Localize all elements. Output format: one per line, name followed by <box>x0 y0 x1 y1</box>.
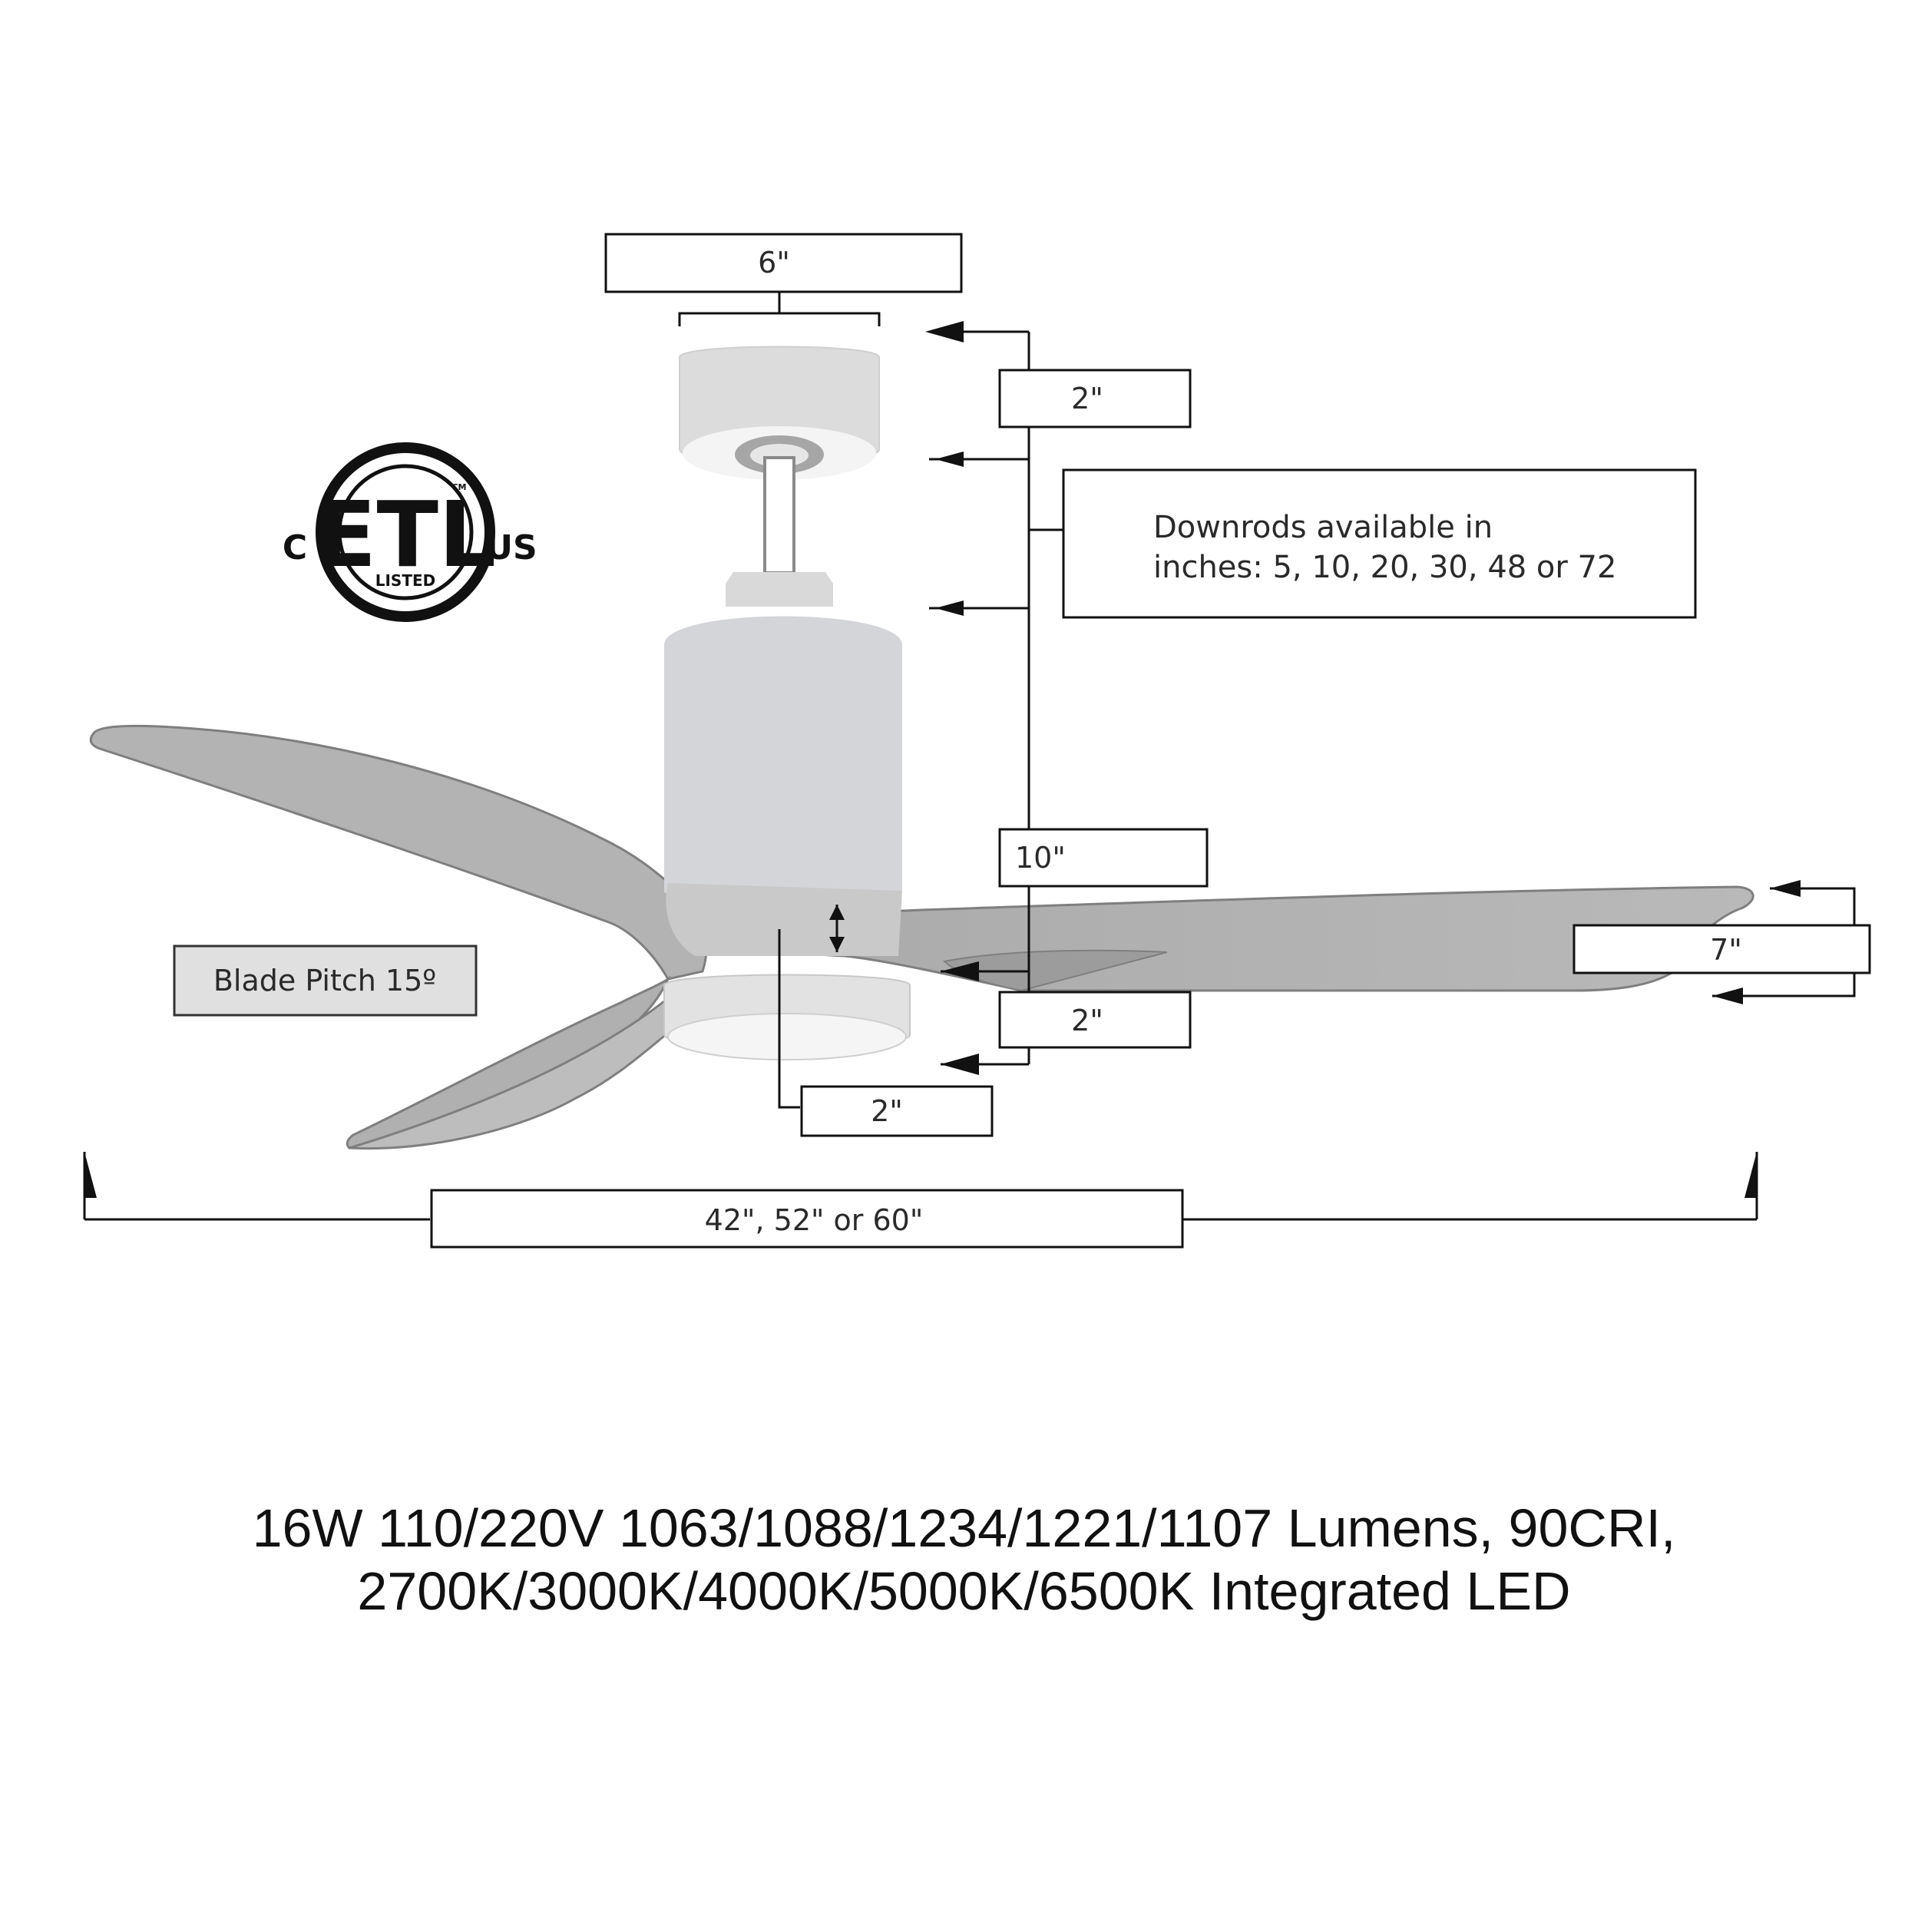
downrod-note-line1: Downrods available in <box>1153 510 1493 545</box>
blade-width-label: 7" <box>1710 933 1742 967</box>
downrod <box>763 456 795 574</box>
etl-right-letters: US <box>485 528 537 567</box>
left-blade <box>89 724 708 981</box>
light-height-label: 2" <box>871 1094 903 1128</box>
etl-listed-logo: ETL C US LISTED CM <box>283 442 537 622</box>
spec-line-1: 16W 110/220V 1063/1088/1234/1221/1107 Lu… <box>252 1498 1676 1558</box>
blade-pitch-box <box>173 944 478 1017</box>
blade-pitch-label: Blade Pitch 15º <box>213 964 436 997</box>
etl-superscript: CM <box>451 482 466 492</box>
spec-line-2: 2700K/3000K/4000K/5000K/6500K Integrated… <box>357 1561 1571 1621</box>
etl-mark: ETL <box>315 481 496 587</box>
motor-housing <box>664 616 902 905</box>
body-height-label: 10" <box>1015 841 1066 875</box>
downrod-note-line2: inches: 5, 10, 20, 30, 48 or 72 <box>1153 550 1616 585</box>
etl-left-letter: C <box>283 528 307 567</box>
dimension-arrows <box>84 321 1801 1198</box>
dimension-label-boxes <box>430 233 1871 1249</box>
span-label: 42", 52" or 60" <box>705 1203 924 1237</box>
dimension-lines <box>83 292 1856 1221</box>
canopy-width-label: 6" <box>758 246 790 280</box>
right-blade <box>673 885 1754 992</box>
fan-illustration <box>89 346 1754 1150</box>
canopy-height-label: 2" <box>1071 382 1103 415</box>
etl-listed-text: LISTED <box>375 571 436 590</box>
blade-to-light-label: 2" <box>1071 1004 1103 1037</box>
